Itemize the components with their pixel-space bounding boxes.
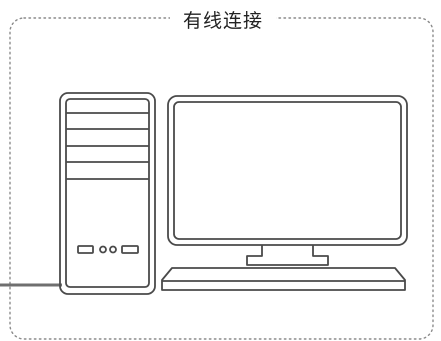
keyboard-icon <box>161 267 406 291</box>
diagram-title: 有线连接 <box>170 6 276 36</box>
monitor-icon <box>167 95 408 266</box>
desktop-tower-icon <box>59 92 156 295</box>
dotted-border <box>9 17 434 340</box>
